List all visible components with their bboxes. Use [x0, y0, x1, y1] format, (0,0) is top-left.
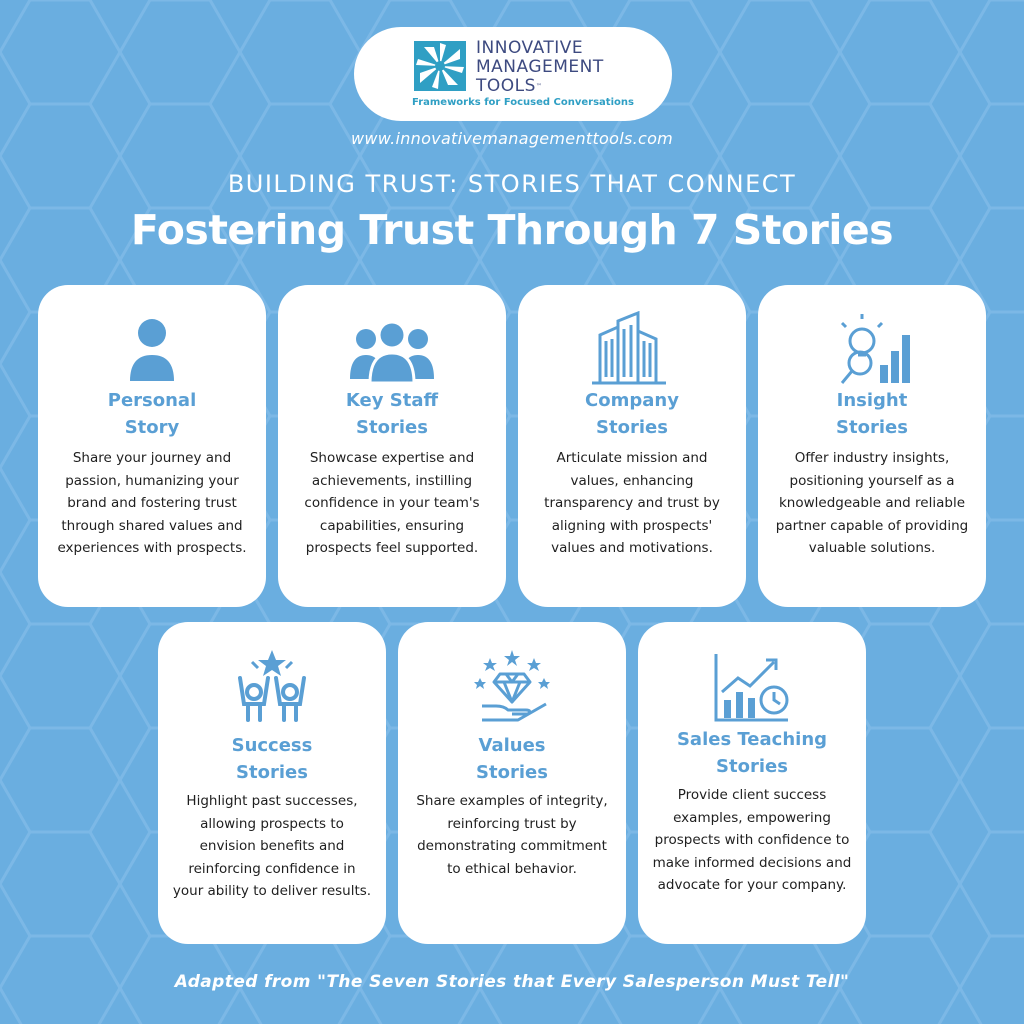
- logo-wordmark: INNOVATIVE MANAGEMENT TOOLS™: [476, 39, 604, 96]
- logo-line-2: MANAGEMENT: [476, 57, 604, 77]
- trademark-symbol: ™: [535, 83, 543, 90]
- logo-badge: INNOVATIVE MANAGEMENT TOOLS™ Frameworks …: [354, 27, 672, 121]
- logo-swirl-icon: [414, 41, 466, 91]
- website-url[interactable]: www.innovativemanagementtools.com: [350, 129, 674, 148]
- source-credit: Adapted from "The Seven Stories that Eve…: [174, 972, 850, 992]
- logo-tagline: Frameworks for Focused Conversations: [412, 97, 634, 108]
- page-title: Fostering Trust Through 7 Stories: [130, 206, 894, 254]
- person-icon: [130, 319, 174, 381]
- card-description: Provide client success examples, empower…: [652, 787, 852, 893]
- diamond-hand-icon: [474, 650, 550, 722]
- logo-line-1: INNOVATIVE: [476, 38, 584, 58]
- card-description: Highlight past successes, allowing prosp…: [172, 793, 372, 899]
- card-description: Articulate mission and values, enhancing…: [544, 450, 720, 556]
- team-icon: [350, 320, 434, 385]
- lightbulb-chart-icon: [840, 314, 910, 384]
- card-description: Offer industry insights, positioning you…: [775, 450, 969, 556]
- card-description: Share examples of integrity, reinforcing…: [416, 793, 608, 877]
- card-description: Showcase expertise and achievements, ins…: [304, 450, 480, 556]
- card-description: Share your journey and passion, humanizi…: [57, 450, 247, 556]
- celebrating-people-icon: [238, 650, 306, 722]
- growth-chart-clock-icon: [714, 654, 789, 722]
- logo-line-3: TOOLS: [476, 76, 536, 96]
- page-kicker: BUILDING TRUST: STORIES THAT CONNECT: [227, 170, 797, 198]
- buildings-icon: [592, 311, 666, 385]
